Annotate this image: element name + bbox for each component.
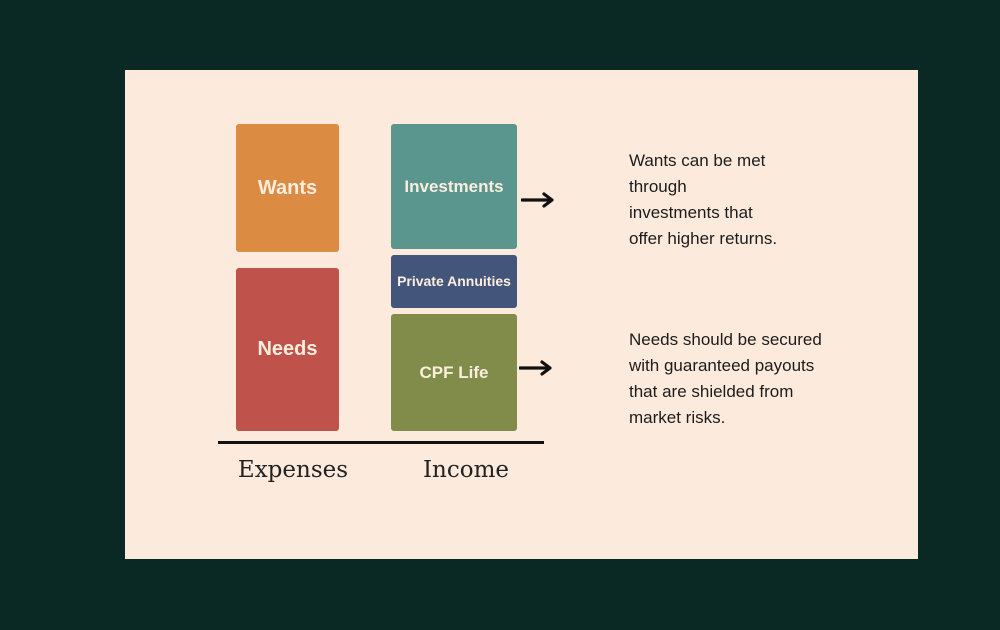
needs-block: Needs [236,268,339,431]
needs-note-line: Needs should be secured [629,330,822,349]
diagram-card: Wants Needs Investments Private Annuitie… [125,70,918,559]
right-arrow-icon [521,192,554,208]
private-annuities-block: Private Annuities [391,255,517,308]
needs-note-line: with guaranteed payouts [629,356,815,375]
wants-note-line: through [629,177,687,196]
cpf-life-label: CPF Life [419,362,489,382]
income-label: Income [422,457,510,483]
wants-note-line: offer higher returns. [629,229,778,248]
wants-note-line: investments that [629,203,753,222]
needs-note-line: that are shielded from [629,382,794,401]
investments-label: Investments [404,176,504,196]
baseline-divider [218,441,544,444]
wants-note-line: Wants can be met [629,151,766,170]
right-arrow-icon [519,360,552,376]
cpf-life-block: CPF Life [391,314,517,431]
wants-block: Wants [236,124,339,252]
wants-note: Wants can be met through investments tha… [629,148,777,252]
investments-block: Investments [391,124,517,249]
needs-note: Needs should be secured with guaranteed … [629,327,822,431]
expenses-label: Expenses [237,457,349,483]
needs-label: Needs [257,338,318,360]
wants-label: Wants [257,176,318,199]
private-annuities-label: Private Annuities [397,273,511,289]
needs-note-line: market risks. [629,408,726,427]
